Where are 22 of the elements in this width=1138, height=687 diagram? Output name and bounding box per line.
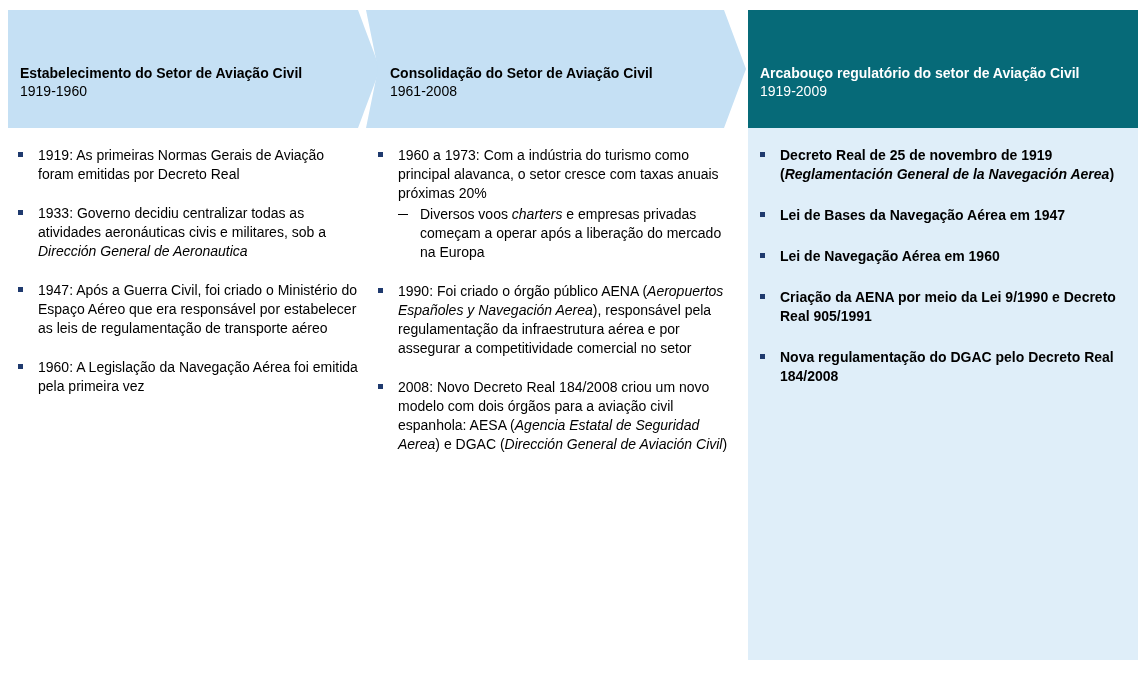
regulation-item: Nova regulamentação do DGAC pelo Decreto Real 184/2008: [780, 348, 1115, 386]
regulation-item: Lei de Navegação Aérea em 1960: [780, 247, 1001, 266]
timeline-event: 1919: As primeiras Normas Gerais de Aviação foram emitidas por Decreto Real: [38, 146, 326, 184]
phase-years: 1919-2009: [760, 82, 828, 100]
regulation-panel: [748, 128, 1138, 660]
phase-header: [8, 10, 380, 128]
phase-title: Arcabouço regulatório do setor de Aviação Civil: [760, 64, 1081, 82]
timeline-event: 1933: Governo decidiu centralizar todas as atividades aeronáuticas civis e militares, sob a Dirección General de Aeronautica: [38, 204, 327, 261]
phase-years: 1919-1960: [20, 82, 88, 100]
timeline-event: 1947: Após a Guerra Civil, foi criado o Ministério do Espaço Aéreo que era responsável por estabelecer as leis de regulamentação de transporte aéreo: [38, 281, 359, 338]
sub-bullet-text: Diversos voos charters e empresas privadas começam a operar após a liberação do mercado na Europa: [420, 205, 723, 262]
timeline-event: 1990: Foi criado o órgão público AENA (Aeropuertos Españoles y Navegación Aerea), responsável pela regulamentação da infraestrutura aérea e por assegurar a competitividade comercial no setor: [398, 282, 725, 358]
regulation-item: Lei de Bases da Navegação Aérea em 1947: [780, 206, 1067, 225]
regulation-item: Decreto Real de 25 de novembro de 1919 (Reglamentación General de la Navegación Aerea): [780, 146, 1116, 184]
phase-header: [366, 10, 746, 128]
regulation-item: Criação da AENA por meio da Lei 9/1990 e Decreto Real 905/1991: [780, 288, 1117, 326]
phase-title: Estabelecimento do Setor de Aviação Civil: [20, 64, 304, 82]
timeline-event: 2008: Novo Decreto Real 184/2008 criou um novo modelo com dois órgãos para a aviação civil espanhola: AESA (Agencia Estatal de Seguridad Aerea) e DGAC (Dirección General de Aviación Civil): [398, 378, 729, 454]
phase-years: 1961-2008: [390, 82, 458, 100]
phase-title: Consolidação do Setor de Aviação Civil: [390, 64, 654, 82]
timeline-event: 1960: A Legislação da Navegação Aérea foi emitida pela primeira vez: [38, 358, 359, 396]
phase-header: [748, 10, 1138, 128]
